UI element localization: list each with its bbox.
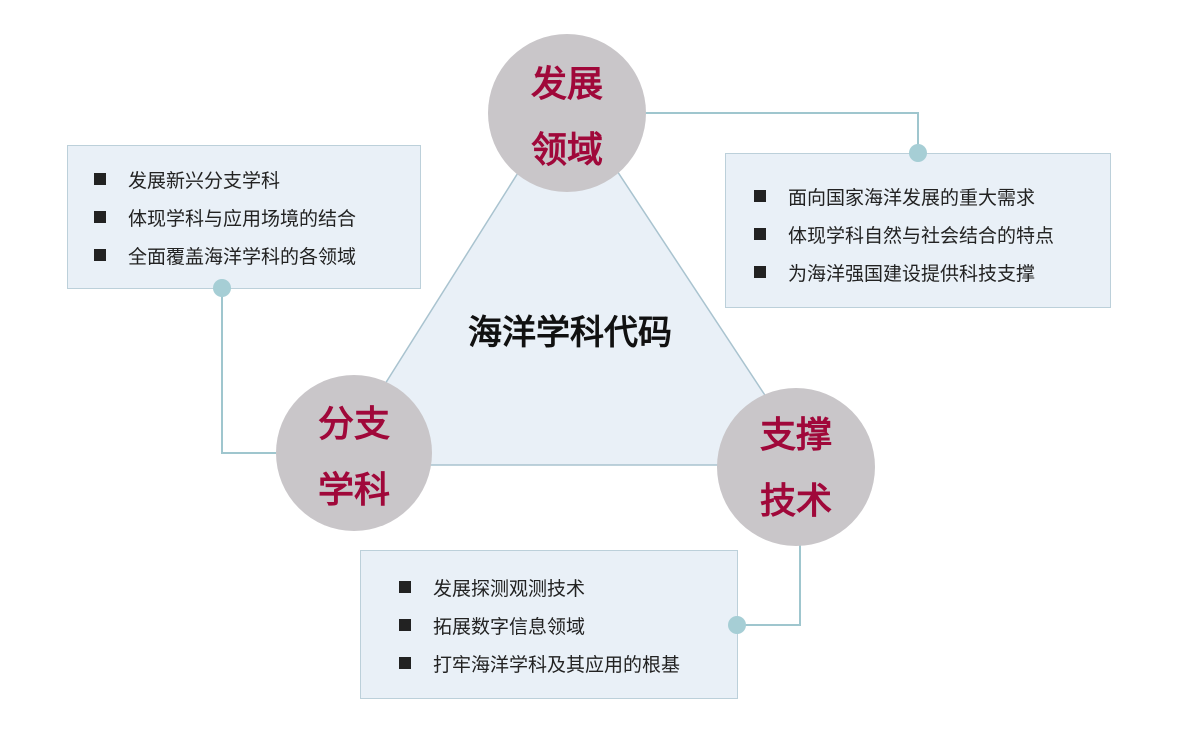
list-item: 发展探测观测技术 [399, 568, 737, 606]
bullet-square-icon [94, 211, 106, 223]
item-text: 拓展数字信息领域 [433, 615, 586, 638]
list-item: 全面覆盖海洋学科的各领域 [94, 236, 420, 274]
bullet-square-icon [754, 228, 766, 240]
node-label-line: 技术 [759, 481, 832, 522]
node-label-line: 领域 [530, 130, 603, 171]
bullet-square-icon [94, 249, 106, 261]
node-label-line: 分支 [317, 404, 390, 445]
node-label-top: 发展 领域 [487, 52, 647, 184]
connector-dot-top [909, 144, 927, 162]
center-triangle [332, 93, 813, 466]
item-text: 发展新兴分支学科 [128, 169, 281, 192]
node-label-line: 支撑 [759, 415, 832, 456]
bullet-square-icon [399, 581, 411, 593]
connector-dot-right [728, 616, 746, 634]
box-left: 发展新兴分支学科 体现学科与应用场境的结合 全面覆盖海洋学科的各领域 [67, 145, 421, 289]
item-text: 面向国家海洋发展的重大需求 [788, 186, 1036, 209]
node-label-left: 分支 学科 [274, 392, 434, 524]
bullet-square-icon [399, 657, 411, 669]
connector-right [737, 545, 801, 626]
node-label-line: 学科 [317, 470, 390, 511]
connector-top [645, 112, 919, 153]
box-top: 面向国家海洋发展的重大需求 体现学科自然与社会结合的特点 为海洋强国建设提供科技… [725, 153, 1111, 308]
item-text: 全面覆盖海洋学科的各领域 [128, 245, 357, 268]
node-circle-left [276, 375, 432, 531]
item-text: 发展探测观测技术 [433, 577, 586, 600]
item-text: 为海洋强国建设提供科技支撑 [788, 262, 1036, 285]
node-circle-right [717, 388, 875, 546]
node-label-right: 支撑 技术 [716, 403, 876, 535]
bullet-square-icon [754, 266, 766, 278]
connector-left [221, 288, 276, 454]
connector-dot-left [213, 279, 231, 297]
item-text: 打牢海洋学科及其应用的根基 [433, 653, 681, 676]
list-item: 体现学科自然与社会结合的特点 [754, 215, 1110, 253]
list-item: 打牢海洋学科及其应用的根基 [399, 644, 737, 682]
list-item: 拓展数字信息领域 [399, 606, 737, 644]
list-item: 面向国家海洋发展的重大需求 [754, 177, 1110, 215]
item-text: 体现学科与应用场境的结合 [128, 207, 357, 230]
center-title: 海洋学科代码 [468, 313, 672, 353]
item-text: 体现学科自然与社会结合的特点 [788, 224, 1055, 247]
list-item: 为海洋强国建设提供科技支撑 [754, 253, 1110, 291]
node-circle-top [488, 34, 646, 192]
box-right: 发展探测观测技术 拓展数字信息领域 打牢海洋学科及其应用的根基 [360, 550, 738, 699]
list-item: 体现学科与应用场境的结合 [94, 198, 420, 236]
bullet-square-icon [94, 173, 106, 185]
node-label-line: 发展 [530, 64, 603, 105]
list-item: 发展新兴分支学科 [94, 160, 420, 198]
bullet-square-icon [399, 619, 411, 631]
bullet-square-icon [754, 190, 766, 202]
